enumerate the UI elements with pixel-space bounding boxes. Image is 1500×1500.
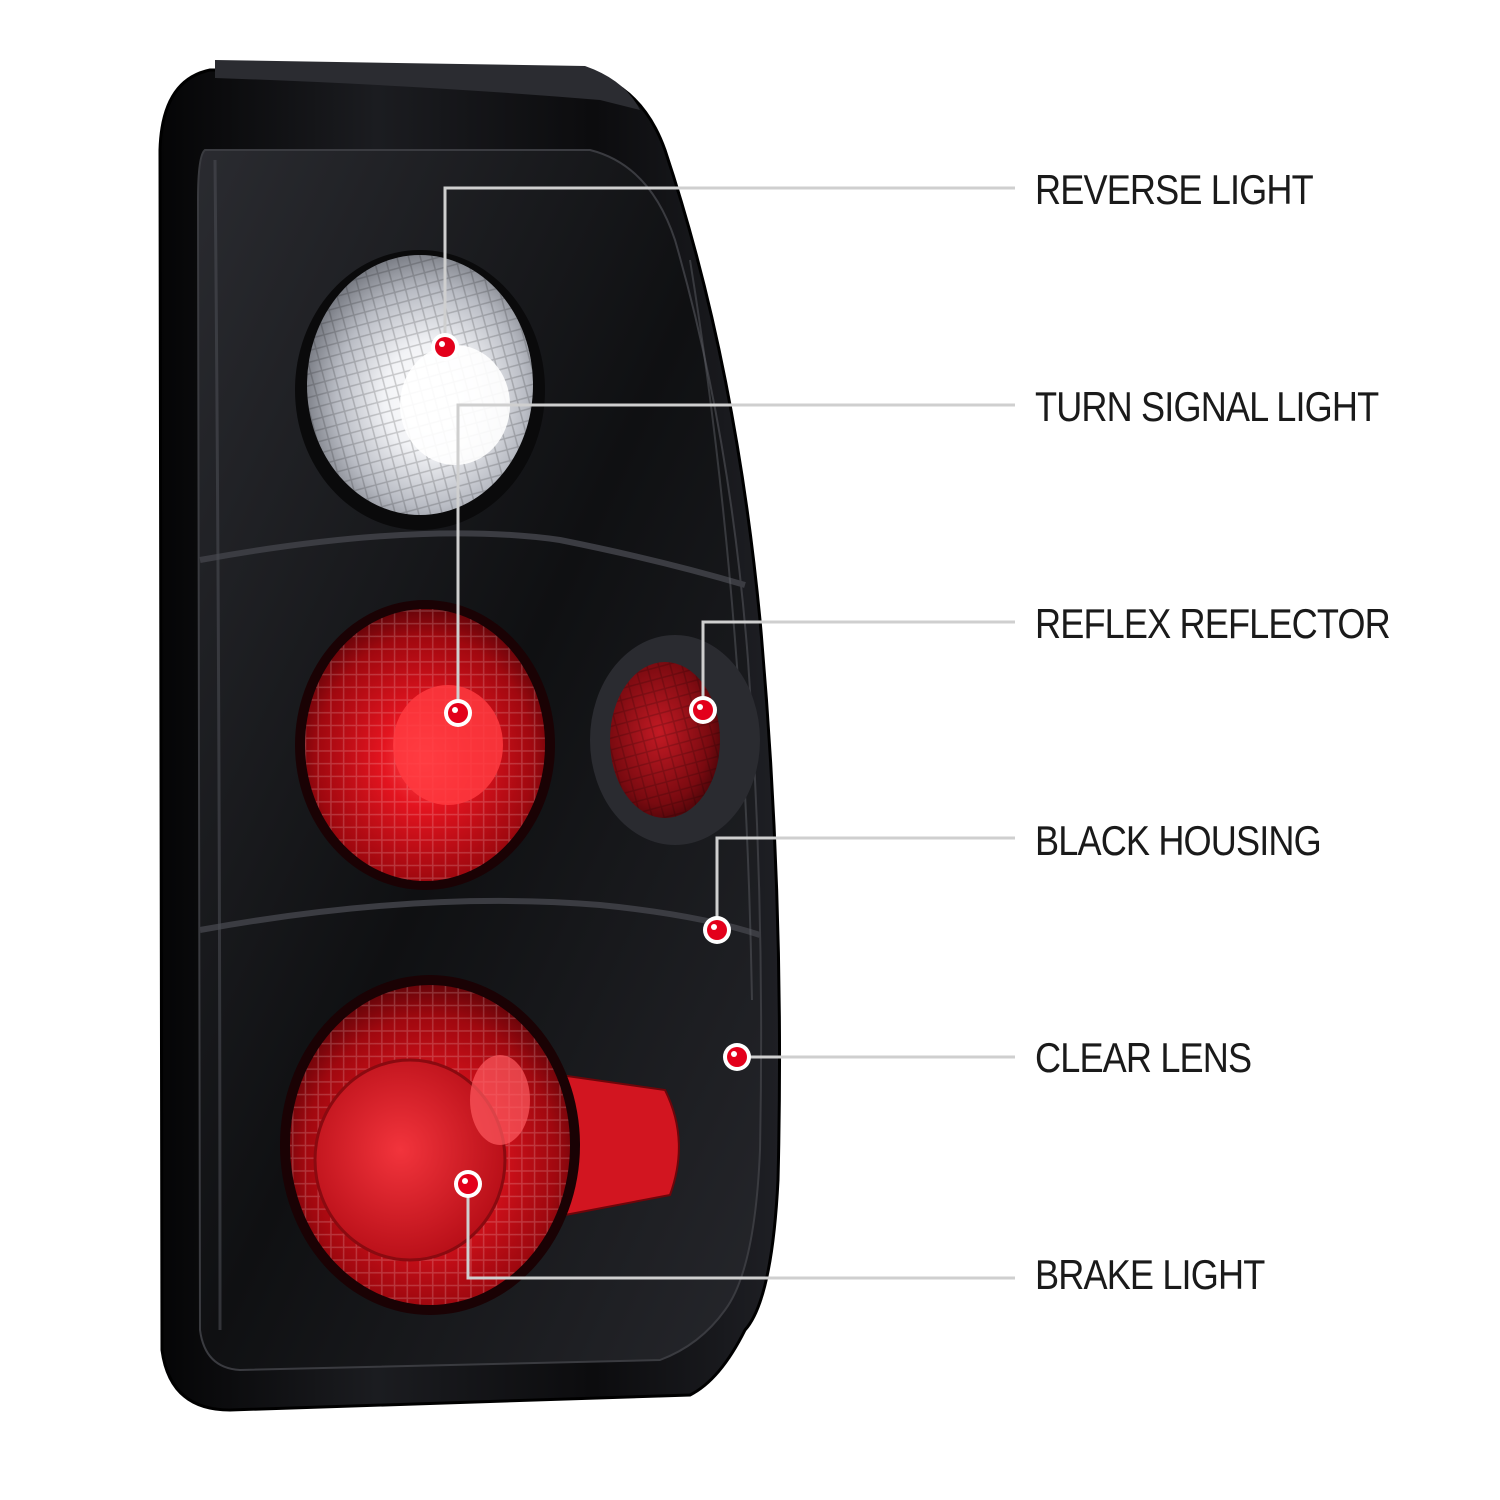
marker-shine-turn-signal-light (452, 707, 458, 713)
label-reflex-reflector: REFLEX REFLECTOR (1035, 600, 1391, 647)
leader-line-turn-signal-light (456, 403, 1015, 713)
marker-shine-black-housing (711, 924, 717, 930)
label-clear-lens: CLEAR LENS (1035, 1034, 1252, 1081)
marker-dot-reverse-light (435, 337, 455, 357)
label-brake-light: BRAKE LIGHT (1035, 1251, 1265, 1298)
marker-shine-clear-lens (731, 1051, 737, 1057)
marker-dot-reflex-reflector (693, 700, 713, 720)
marker-dot-clear-lens (727, 1047, 747, 1067)
leader-line-black-housing (715, 836, 1015, 930)
callout-markers (431, 333, 751, 1198)
leader-lines (443, 186, 1015, 1280)
marker-shine-brake-light (462, 1178, 468, 1184)
turn-signal-lens (295, 600, 555, 890)
reflex-reflector-lens (590, 635, 760, 845)
marker-dot-turn-signal-light (448, 703, 468, 723)
label-reverse-light: REVERSE LIGHT (1035, 166, 1314, 213)
label-turn-signal-light: TURN SIGNAL LIGHT (1035, 383, 1379, 430)
reverse-light-lens (295, 250, 545, 530)
marker-shine-reflex-reflector (697, 704, 703, 710)
label-black-housing: BLACK HOUSING (1035, 817, 1322, 864)
leader-line-brake-light (466, 1184, 1015, 1280)
marker-dot-brake-light (458, 1174, 478, 1194)
leader-line-reverse-light (443, 186, 1015, 347)
brake-light-lens (280, 975, 680, 1315)
leader-line-reflex-reflector (701, 620, 1015, 710)
marker-shine-reverse-light (439, 341, 445, 347)
marker-dot-black-housing (707, 920, 727, 940)
